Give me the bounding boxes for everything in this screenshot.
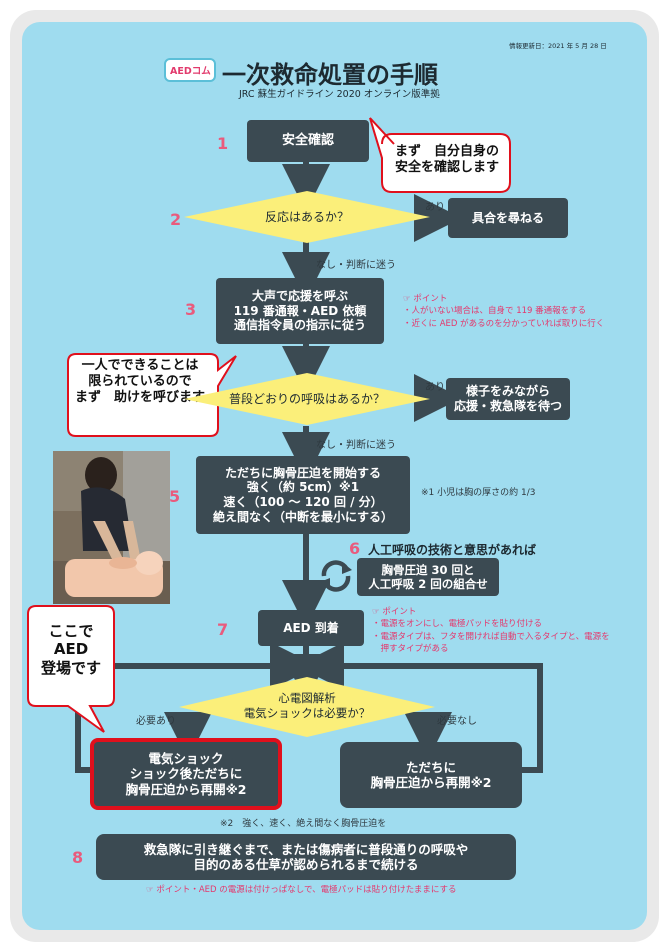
no-or-unsure-label-1: なし・判断に迷う [316,260,396,271]
point-7-2: ・電源タイプは、フタを開ければ自動で入るタイプと、電源を [372,631,610,642]
shock-line-3: 胸骨圧迫から再開※2 [125,781,247,797]
compression-line-4: 絶え間なく（中断を最小にする） [212,509,394,524]
continue-line-2: 目的のある仕草が認められるまで続ける [193,857,419,872]
loop-right [296,642,543,773]
point-7-1: ・電源をオンにし、電極パッドを貼り付ける [372,619,543,630]
rescue-breath-title: 人工呼吸の技術と意思があれば [368,543,537,557]
point-7-3: 押すタイプがある [372,643,449,654]
shock-line-2: ショック後ただちに [129,766,243,782]
continue-until-handover-box: 救急隊に引き継ぐまで、または傷病者に普段通りの呼吸や 目的のある仕草が認められる… [96,834,516,880]
ecg-question: 心電図解析 電気ショックは必要か？ [178,691,436,721]
final-point-text: ポイント・AED の電源は付けっぱなしで、電極パッドは貼り付けたままにする [156,885,457,895]
aed-arrival-label: AED 到着 [283,620,339,635]
speech-bubble-1 [369,117,511,193]
call-line-2: 119 番通報・AED 依頼 [233,303,367,318]
breathing-diamond [184,373,430,425]
aed-arrival-box: AED 到着 [258,610,364,646]
bubble-3-line-3: 登場です [40,658,101,677]
step-8-number: 8 [72,848,84,867]
combo-line-1: 胸骨圧迫 30 回と [381,562,475,577]
electric-shock-box: 電気ショック ショック後ただちに 胸骨圧迫から再開※2 [90,738,282,810]
resume-compression-box: ただちに 胸骨圧迫から再開※2 [340,742,522,808]
ecg-line-2: 電気ショックは必要か？ [243,705,371,720]
compression-note: ※2 強く、速く、絶え間なく胸骨圧迫を [220,819,387,829]
safety-check-label: 安全確認 [281,133,334,149]
no-or-unsure-label-2: なし・判断に迷う [316,440,396,451]
resume-line-2: 胸骨圧迫から再開※2 [370,775,492,790]
final-point: ☞ ポイント・AED の電源は付けっぱなしで、電極パッドは貼り付けたままにする [146,885,457,895]
bubble-1-line-2: 安全を確認します [394,159,499,175]
ask-condition-label: 具合を尋ねる [471,210,544,225]
ecg-diamond [179,677,435,737]
aed-logo-text: AEDコム [170,66,211,77]
bubble-2-line-2: 限られているので [88,373,192,389]
call-line-1: 大声で応援を呼ぶ [251,289,348,304]
step-3-number: 3 [185,300,197,319]
shock-line-1: 電気ショック [148,751,224,767]
call-line-3: 通信指令員の指示に従う [233,318,366,333]
step-3-points: ☞ ポイント ・人がいない場合は、自身で 119 番通報をする ・近くに AED… [403,293,604,330]
bubble-3-line-1: ここで [48,622,94,640]
step-7-number: 7 [217,620,229,639]
response-yes-label: あり [425,202,445,213]
aed-logo: AEDコム [164,58,216,82]
cpr-combination-box: 胸骨圧迫 30 回と 人工呼吸 2 回の組合せ [357,558,499,596]
step-5-number: 5 [169,487,181,506]
bubble-3-line-2: AED [53,640,89,659]
shock-needed-label: 必要あり [136,716,176,727]
point-label-7-text: ポイント [382,607,417,617]
point-3-2: ・近くに AED があるのを分かっていれば取りに行く [403,318,605,329]
page-subtitle: JRC 蘇生ガイドライン 2020 オンライン版準拠 [239,89,440,100]
resume-line-1: ただちに [405,759,456,775]
compression-line-1: ただちに胸骨圧迫を開始する [224,465,381,480]
chest-compression-box: ただちに胸骨圧迫を開始する 強く（約 5cm）※1 速く（100 ～ 120 回… [196,456,410,534]
step-6-number: 6 [349,539,361,558]
cpr-photo [53,451,170,604]
compression-line-3: 速く（100 ～ 120 回 / 分） [223,495,383,509]
speech-bubble-3-text: ここで AED 登場です [28,622,114,677]
point-label-7: ☞ ポイント [372,607,417,617]
combo-line-2: 人工呼吸 2 回の組合せ [368,577,488,591]
call-for-help-box: 大声で応援を呼ぶ 119 番通報・AED 依頼 通信指令員の指示に従う [216,278,384,344]
safety-check-box: 安全確認 [247,120,369,162]
point-3-1: ・人がいない場合は、自身で 119 番通報をする [403,306,587,317]
speech-bubble-2-text: 一人でできることは 限られているので まず 助けを呼びます [66,358,214,406]
updated-date: 情報更新日：2021 年 5 月 28 日 [509,42,607,50]
point-label-3-text: ポイント [413,294,448,304]
shock-not-needed-label: 必要なし [437,716,477,727]
step-2-number: 2 [170,210,182,229]
step-1-number: 1 [217,134,229,153]
bubble-2-line-3: まず 助けを呼びます [74,389,205,405]
bubble-1-line-1: まず 自分自身の [394,144,499,159]
response-question: 反応はあるか？ [264,210,349,224]
child-note: ※1 小児は胸の厚さの約 1/3 [421,488,536,498]
wait-line-1: 様子をみながら [465,384,550,399]
breathing-yes-label: あり [425,382,445,393]
bubble-2-line-1: 一人でできることは [81,358,199,373]
point-label-3: ☞ ポイント [403,294,448,304]
cpr-photo-illustration [53,451,170,604]
compression-line-2: 強く（約 5cm）※1 [246,480,360,495]
speech-bubble-2 [67,353,237,437]
wait-line-2: 応援・救急隊を待つ [453,399,562,413]
response-diamond [184,191,430,243]
speech-bubble-1-text: まず 自分自身の 安全を確認します [384,144,510,176]
continue-line-1: 救急隊に引き継ぐまで、または傷病者に普段通りの呼吸や [143,841,469,857]
cycle-icon [320,560,352,592]
ask-condition-box: 具合を尋ねる [448,198,568,238]
page-title: 一次救命処置の手順 [222,61,438,89]
wait-for-help-box: 様子をみながら 応援・救急隊を待つ [446,378,570,420]
loop-left [75,642,318,773]
breathing-question: 普段どおりの呼吸はあるか？ [228,392,385,406]
ecg-line-1: 心電図解析 [278,691,336,705]
speech-bubble-3 [27,605,115,733]
step-7-points: ☞ ポイント ・電源をオンにし、電極パッドを貼り付ける ・電源タイプは、フタを開… [372,606,610,655]
